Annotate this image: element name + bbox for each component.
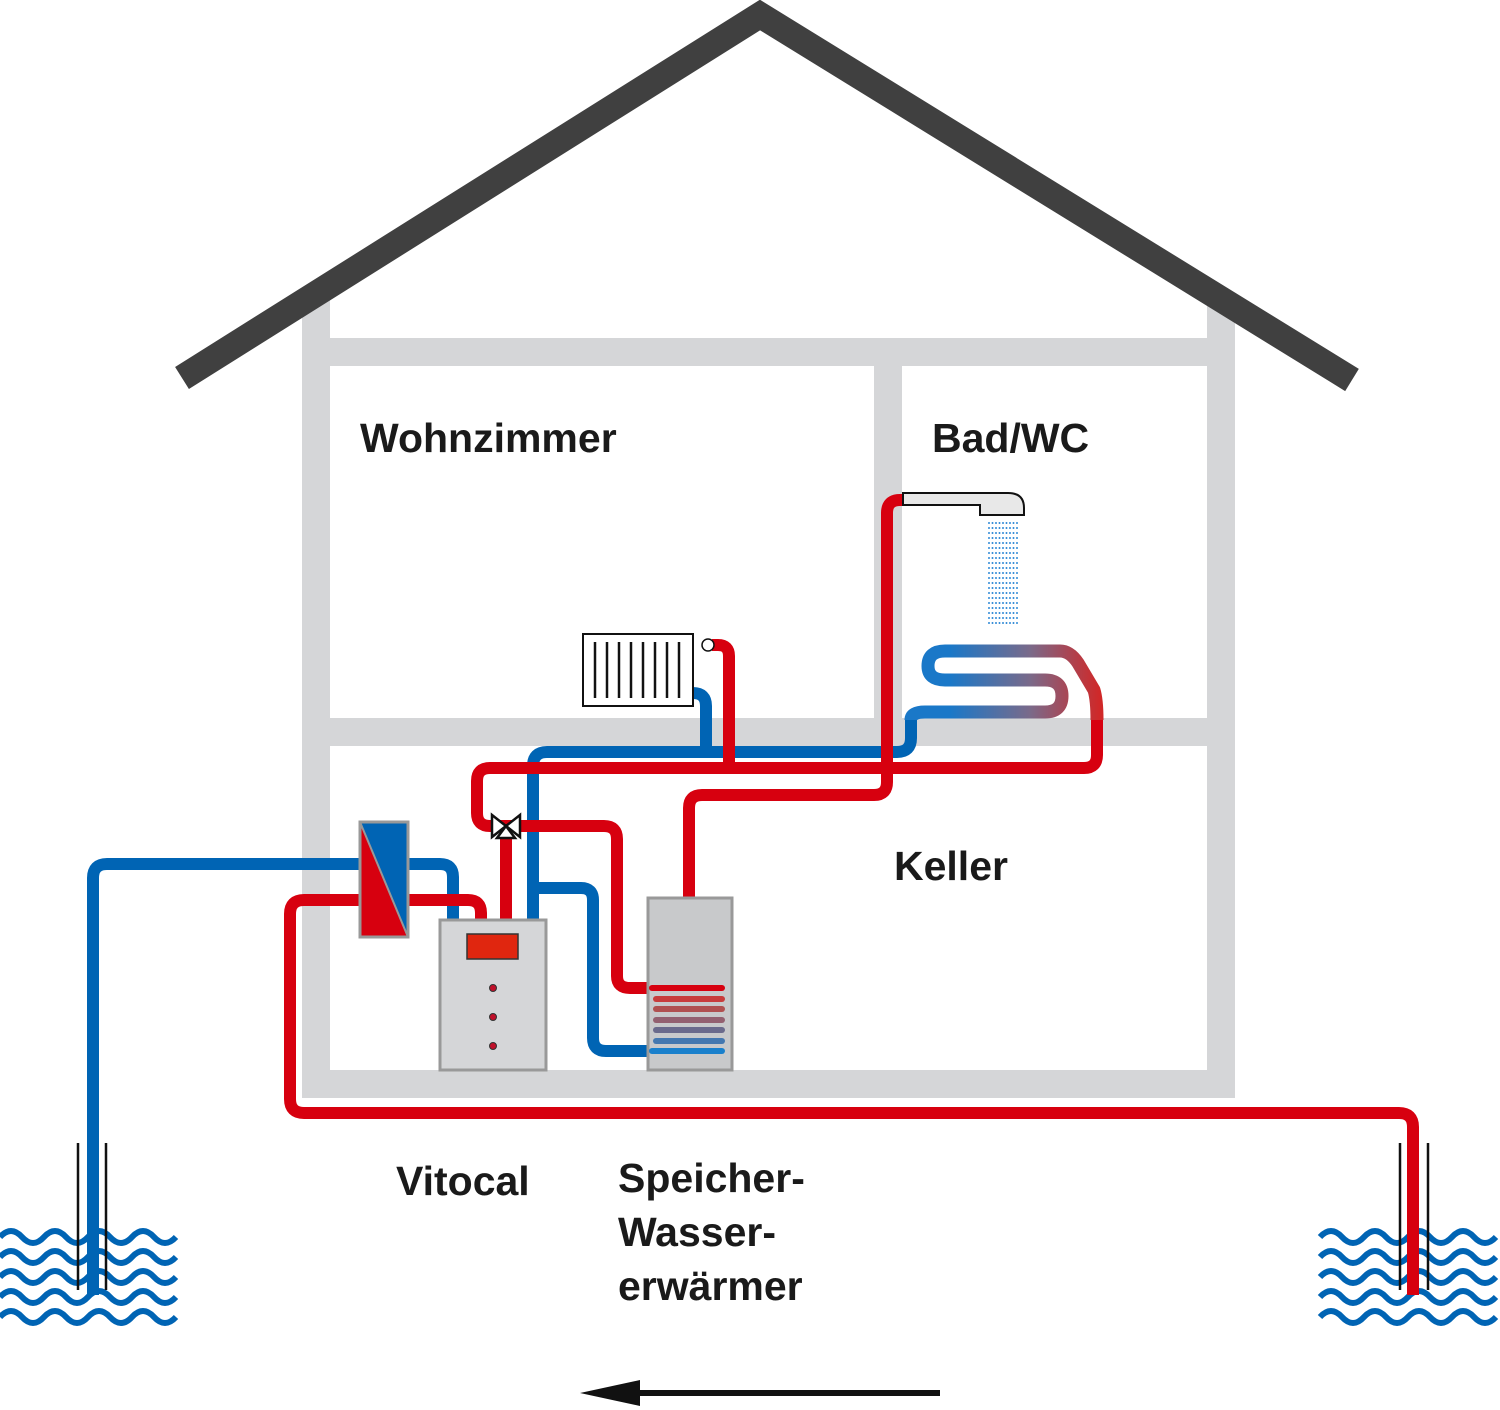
radiator-return-pipe [692, 687, 712, 752]
storage-return-pipe [533, 882, 652, 1057]
shower-spray [988, 522, 1018, 626]
warm-source-pipe [284, 894, 1419, 1295]
cold-source-pipe [87, 858, 459, 1295]
vitocal-heat-pump-unit [438, 918, 548, 1072]
heat-exchanger [358, 820, 410, 939]
radiator [582, 633, 715, 707]
radiator-flow-pipe [712, 639, 735, 768]
label-storage-line2: Wasser- [618, 1209, 776, 1255]
wave-line [1317, 1308, 1499, 1326]
roof [175, 0, 1359, 392]
direction-arrow [580, 1380, 940, 1406]
wave-line [1317, 1288, 1499, 1306]
display-panel [466, 933, 519, 960]
heating-return-pipe [527, 716, 917, 922]
wave-line [0, 1308, 179, 1326]
label-bathroom: Bad/WC [932, 415, 1089, 461]
label-basement: Keller [894, 843, 1008, 889]
label-heat-pump: Vitocal [396, 1158, 530, 1204]
heating-flow-pipe [471, 718, 1103, 922]
three-way-valve-icon [490, 812, 522, 840]
thermostat-valve-icon [701, 638, 715, 652]
label-storage-line3: erwärmer [618, 1263, 803, 1309]
hot-water-pipe [683, 494, 906, 900]
shower-head [902, 492, 1025, 516]
house-walls [302, 300, 1235, 1098]
storage-flow-pipe [506, 820, 652, 994]
label-storage-line1: Speicher- [618, 1155, 805, 1201]
hot-water-storage-tank [646, 896, 734, 1072]
wave-line [0, 1288, 179, 1306]
floor-heating-coil [904, 644, 1104, 721]
label-living-room: Wohnzimmer [360, 415, 617, 461]
